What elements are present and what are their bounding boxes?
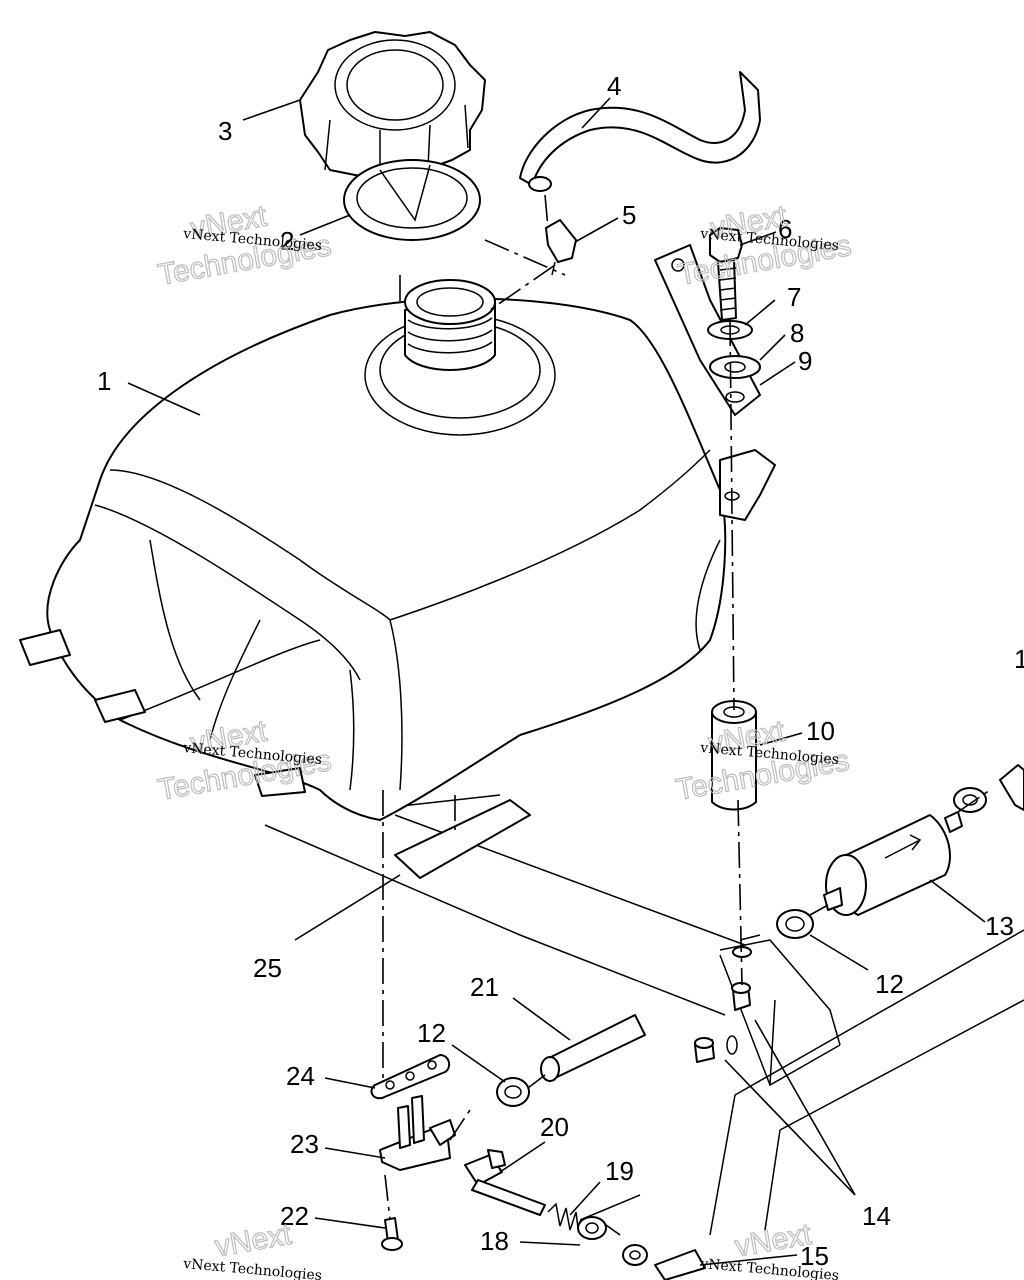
callout-2: 2 — [280, 226, 294, 256]
mounting-screw — [381, 1217, 403, 1251]
fuel-cap — [299, 31, 486, 181]
svg-text:vNext: vNext — [213, 1218, 295, 1264]
hose-clamps — [776, 764, 1024, 939]
callout-numbers: 1 2 3 4 5 6 7 8 9 10 12 13 14 15 18 19 2… — [97, 71, 1024, 1271]
callout-21: 21 — [470, 972, 499, 1002]
callout-8: 8 — [790, 318, 804, 348]
callout-24: 24 — [286, 1061, 315, 1091]
leader-lines — [127, 97, 986, 1266]
callout-20: 20 — [540, 1112, 569, 1142]
callout-15: 15 — [800, 1241, 829, 1271]
outlet-fittings — [622, 1244, 706, 1280]
callout-12-upper: 12 — [875, 969, 904, 999]
fuel-filter — [823, 811, 963, 916]
valve-stem — [464, 1149, 546, 1216]
callout-edge-1: 1 — [1014, 644, 1024, 674]
callout-23: 23 — [290, 1129, 319, 1159]
bolt-washer-stack — [707, 227, 761, 379]
watermark-text-bottom-left: vNext Technologies — [182, 1256, 323, 1280]
valve-knob — [577, 1216, 607, 1240]
callout-5: 5 — [622, 200, 636, 230]
fuel-tank — [19, 279, 727, 821]
callout-7: 7 — [787, 282, 801, 312]
callout-4: 4 — [607, 71, 621, 101]
callout-18: 18 — [480, 1226, 509, 1256]
vent-hose — [519, 71, 761, 192]
callout-19: 19 — [605, 1156, 634, 1186]
spacer-tube — [711, 700, 757, 811]
vent-fitting — [545, 219, 577, 276]
callout-13: 13 — [985, 911, 1014, 941]
callout-22: 22 — [280, 1201, 309, 1231]
lower-hose-clamp — [496, 1077, 530, 1107]
callout-12-lower: 12 — [417, 1018, 446, 1048]
fuel-petcock — [379, 1095, 456, 1171]
callout-10: 10 — [806, 716, 835, 746]
callout-25: 25 — [253, 953, 282, 983]
assembly-centerlines — [382, 194, 991, 1236]
watermark-bottom-left: vNext — [212, 1217, 295, 1264]
callout-3: 3 — [218, 116, 232, 146]
callout-6: 6 — [778, 214, 792, 244]
cap-gasket — [343, 159, 481, 241]
frame-studs — [694, 946, 752, 1063]
fuel-line — [540, 1014, 646, 1082]
callout-14: 14 — [862, 1201, 891, 1231]
callout-9: 9 — [798, 346, 812, 376]
petcock-plate — [370, 1054, 451, 1100]
callout-1: 1 — [97, 366, 111, 396]
valve-spring — [547, 1202, 579, 1231]
